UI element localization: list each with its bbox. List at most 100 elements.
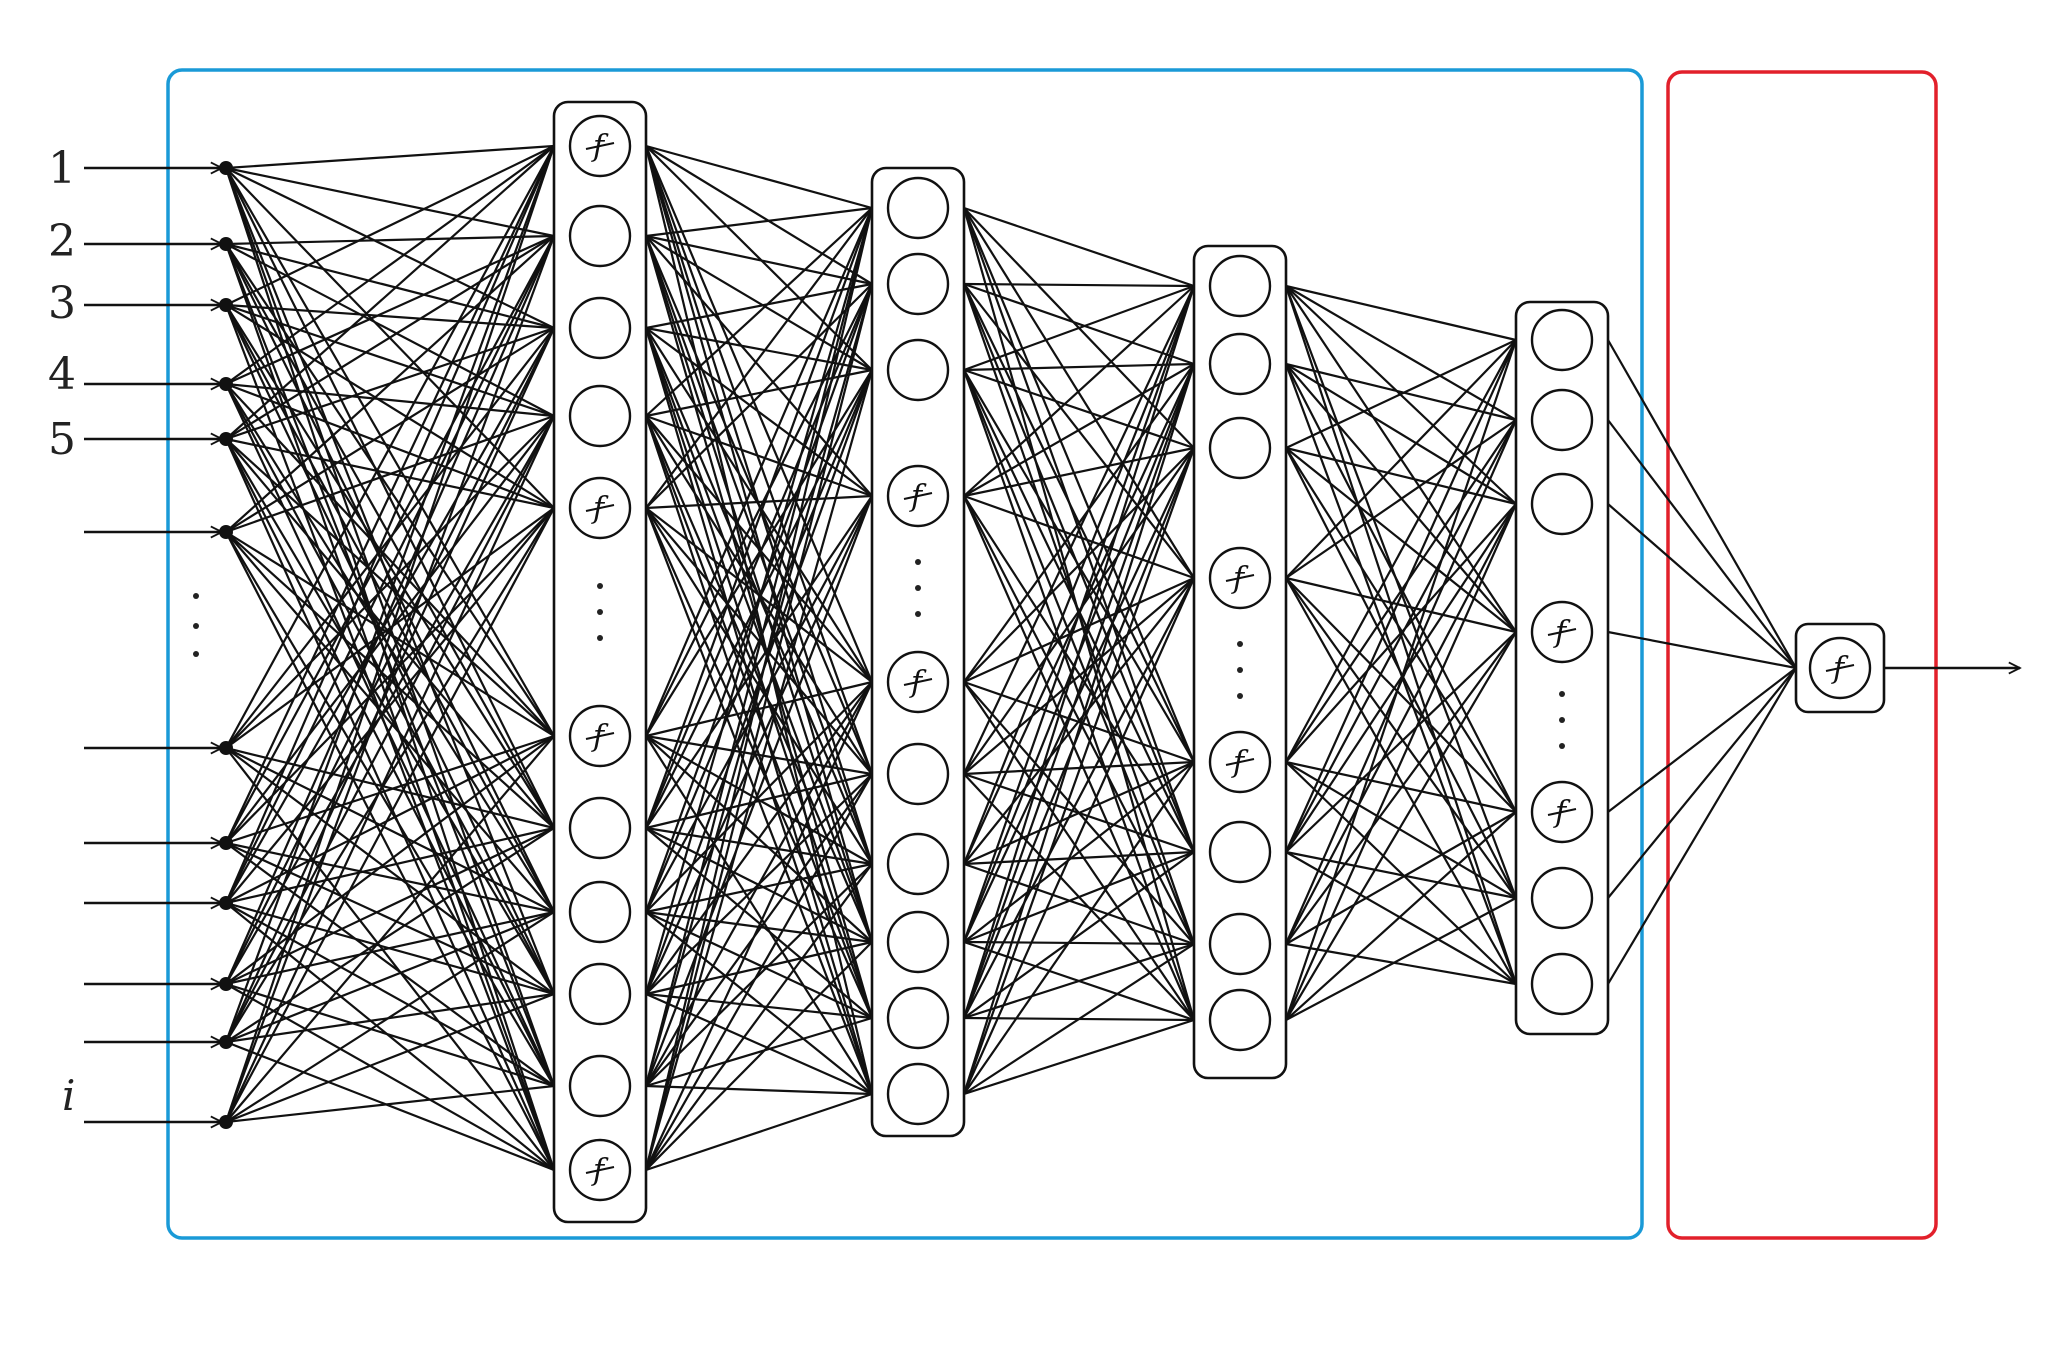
- neuron: [568, 962, 632, 1026]
- input-node: [219, 836, 233, 850]
- edge-hidden3-to-hidden4: [1285, 577, 1517, 985]
- edge-input-to-hidden1: [225, 841, 555, 914]
- neuron: [1208, 416, 1272, 480]
- edge-input-to-hidden1: [225, 531, 555, 913]
- input-label-5: 5: [48, 414, 76, 465]
- edge-hidden2-to-hidden3: [963, 446, 1195, 498]
- edge-hidden2-to-hidden3: [963, 577, 1195, 1019]
- edge-hidden3-to-hidden4: [1285, 284, 1517, 342]
- edge-hidden2-to-hidden3: [962, 495, 1196, 1021]
- edge-input-to-hidden1: [225, 911, 555, 1123]
- edge-input-to-hidden1: [225, 531, 555, 1087]
- edge-hidden2-to-hidden3: [963, 363, 1195, 683]
- neuron: [1208, 820, 1272, 884]
- input-label-3: 3: [48, 278, 76, 329]
- edge-input-to-hidden1: [225, 234, 555, 246]
- edge-hidden1-to-hidden2: [644, 495, 874, 1087]
- edge-input-to-hidden1: [225, 902, 555, 1087]
- hidden-layer-ellipsis-dot: [1237, 693, 1243, 699]
- edge-hidden3-to-hidden4: [1285, 811, 1517, 945]
- edge-hidden2-to-hidden3: [963, 282, 1195, 366]
- neuron: [568, 384, 632, 448]
- edge-hidden1-to-hidden2: [644, 327, 874, 1095]
- edge-input-to-hidden1: [224, 235, 556, 1123]
- neuron: [568, 296, 632, 360]
- edge-hidden1-to-hidden2: [644, 283, 874, 829]
- hidden-layer-1-box: [552, 100, 648, 1224]
- edge-input-to-hidden1: [225, 327, 555, 985]
- edge-hidden2-to-hidden3: [963, 577, 1195, 775]
- edge-hidden3-to-hidden4: [1285, 503, 1517, 945]
- edge-hidden1-to-hidden2: [644, 207, 874, 1087]
- hidden-layer-ellipsis-dot: [1237, 641, 1243, 647]
- edge-hidden3-to-hidden4: [1285, 631, 1517, 1021]
- input-label-4: 4: [48, 349, 76, 400]
- edge-hidden3-to-hidden4: [1285, 850, 1517, 900]
- edge-input-to-hidden1: [225, 982, 555, 1088]
- edge-input-to-hidden1: [225, 303, 555, 330]
- neuron: [886, 910, 950, 974]
- activation-stroke: [1225, 758, 1255, 766]
- neuron: [1530, 308, 1594, 372]
- input-ellipsis-dot: [193, 593, 199, 599]
- edge-input-to-hidden1: [225, 746, 555, 830]
- edge-hidden4-to-output: [1607, 503, 1797, 669]
- edge-hidden1-to-hidden2: [645, 827, 873, 1019]
- edge-hidden1-to-hidden2: [645, 283, 873, 509]
- edge-hidden1-to-hidden2: [644, 283, 874, 1171]
- hidden-layer-ellipsis-dot: [915, 611, 921, 617]
- neuron: [1208, 988, 1272, 1052]
- input-node: [219, 432, 233, 446]
- edge-hidden3-to-hidden4: [1285, 419, 1517, 579]
- edge-hidden4-to-output: [1607, 339, 1797, 669]
- edge-hidden3-to-hidden4: [1285, 897, 1517, 1021]
- activation-stroke: [1225, 574, 1255, 582]
- edge-input-to-hidden1: [225, 235, 555, 904]
- neuron: [886, 986, 950, 1050]
- edge-hidden3-to-hidden4: [1285, 577, 1517, 899]
- edge-input-to-hidden1: [224, 235, 556, 985]
- edge-hidden2-to-hidden3: [963, 850, 1195, 944]
- edge-input-to-hidden1: [225, 438, 555, 737]
- edge-hidden3-to-hidden4: [1285, 419, 1517, 853]
- edge-hidden1-to-hidden2: [644, 327, 874, 1019]
- input-node: [219, 377, 233, 391]
- edge-hidden3-to-hidden4: [1285, 285, 1517, 421]
- neuron: [1530, 952, 1594, 1016]
- edge-input-to-hidden1: [225, 507, 555, 904]
- output-layer-group-frame: [1666, 70, 1938, 1240]
- edge-hidden3-to-hidden4: [1285, 339, 1517, 449]
- edge-input-to-hidden1: [225, 235, 555, 844]
- hidden-layers-group-frame: [166, 68, 1644, 1240]
- edge-hidden4-to-output: [1607, 667, 1797, 899]
- edge-hidden3-to-hidden4: [1285, 447, 1517, 813]
- hidden-layer-ellipsis-dot: [1559, 691, 1565, 697]
- hidden-layer-ellipsis-dot: [915, 559, 921, 565]
- edge-hidden3-to-hidden4: [1285, 503, 1517, 763]
- edge-input-to-hidden1: [225, 507, 555, 844]
- edge-hidden4-to-output: [1607, 667, 1797, 813]
- edge-hidden3-to-hidden4: [1285, 363, 1517, 813]
- edge-hidden1-to-hidden2: [645, 282, 873, 330]
- edge-hidden2-to-hidden3: [963, 862, 1195, 946]
- neuron: [568, 204, 632, 268]
- edge-input-to-hidden1: [225, 166, 555, 238]
- edge-input-to-hidden1: [225, 145, 555, 306]
- edge-input-to-hidden1: [225, 383, 555, 995]
- edge-input-to-hidden1: [225, 242, 555, 330]
- activation-stroke: [903, 678, 933, 686]
- input-ellipsis-dot: [193, 651, 199, 657]
- edge-hidden3-to-hidden4: [1285, 447, 1517, 633]
- edge-hidden3-to-hidden4: [1285, 447, 1517, 899]
- edge-hidden1-to-hidden2: [645, 826, 873, 866]
- input-node: [219, 161, 233, 175]
- group-frames: [166, 68, 1938, 1240]
- edge-hidden3-to-hidden4: [1284, 339, 1518, 853]
- edge-hidden2-to-hidden3: [963, 284, 1195, 372]
- edge-hidden2-to-hidden3: [962, 447, 1196, 1019]
- edge-hidden2-to-hidden3: [963, 943, 1195, 1095]
- activation-stroke: [1547, 808, 1577, 816]
- edge-input-to-hidden1: [225, 145, 555, 385]
- activation-stroke: [903, 492, 933, 500]
- edge-input-to-hidden1: [225, 735, 555, 985]
